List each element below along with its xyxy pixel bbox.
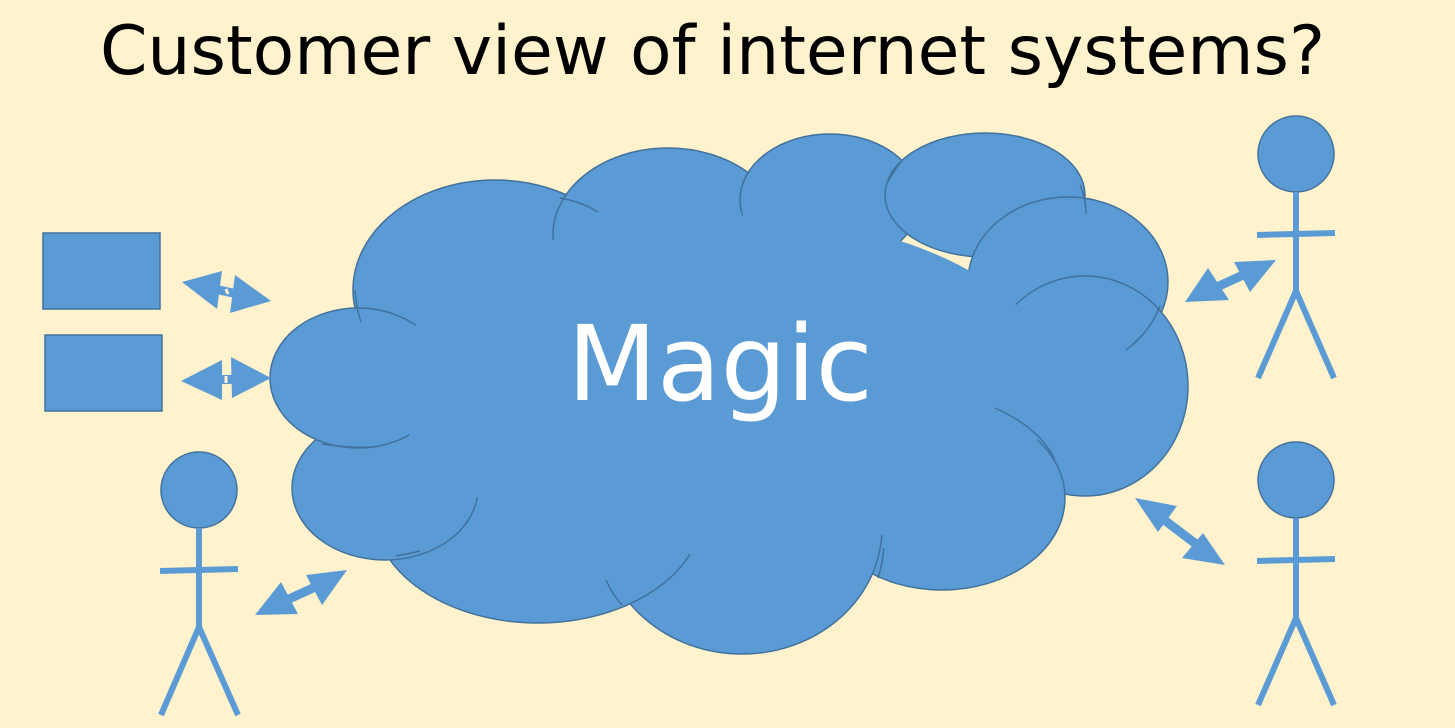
top-right-stick-figure <box>1255 115 1337 380</box>
slide-title: Customer view of internet systems? <box>99 12 1326 91</box>
arrow-device-top <box>182 271 271 313</box>
person-icon <box>1257 115 1335 193</box>
device-box-bottom <box>44 334 163 412</box>
cloud-seams <box>321 160 1161 606</box>
person-icon <box>160 451 238 529</box>
left-client-stick-figure <box>158 451 241 717</box>
arrow-top-right-figure <box>1185 260 1276 302</box>
magic-cloud-icon <box>269 132 1189 655</box>
person-icon <box>1257 441 1335 519</box>
arrow-device-bottom <box>181 357 271 400</box>
cloud-label: Magic <box>567 303 873 425</box>
arrow-bottom-right-figure <box>1135 498 1225 565</box>
device-box-top <box>42 232 161 310</box>
bottom-right-stick-figure <box>1255 441 1337 707</box>
arrow-left-figure <box>255 570 347 615</box>
